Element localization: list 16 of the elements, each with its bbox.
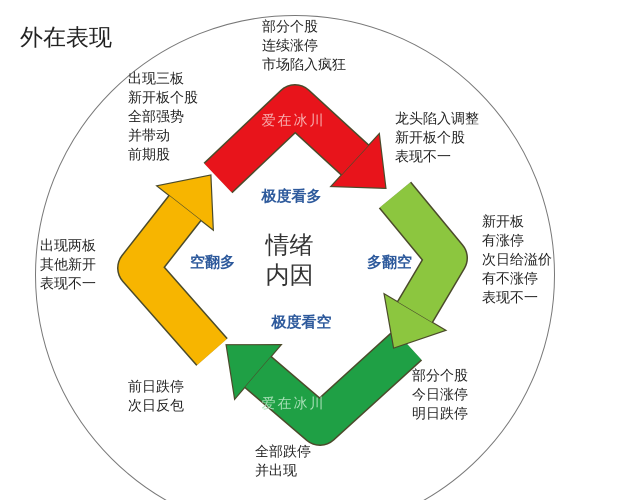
annotation-text: 龙头陷入调整新开板个股表现不一 <box>395 110 479 167</box>
annotation-text: 部分个股连续涨停市场陷入疯狂 <box>262 18 346 75</box>
annotation-text: 前日跌停次日反包 <box>128 378 184 416</box>
arrow-text: 爱在冰川 <box>262 394 326 412</box>
phase-label: 极度看空 <box>272 313 332 332</box>
phase-label: 多翻空 <box>367 253 412 272</box>
phase-label: 空翻多 <box>190 253 235 272</box>
annotation-text: 全部跌停并出现 <box>255 443 311 481</box>
arrow-text: 爱在冰川 <box>262 112 326 130</box>
diagram-title: 外在表现 <box>20 24 112 53</box>
annotation-text: 新开板有涨停次日给溢价有不涨停表现不一 <box>482 213 552 308</box>
annotation-text: 出现三板新开板个股全部强势并带动前期股 <box>128 70 198 165</box>
annotation-text: 出现两板其他新开表现不一 <box>40 237 96 294</box>
annotation-text: 部分个股今日涨停明日跌停 <box>412 367 468 424</box>
center-text: 情绪内因 <box>264 230 314 290</box>
phase-label: 极度看多 <box>262 187 322 206</box>
